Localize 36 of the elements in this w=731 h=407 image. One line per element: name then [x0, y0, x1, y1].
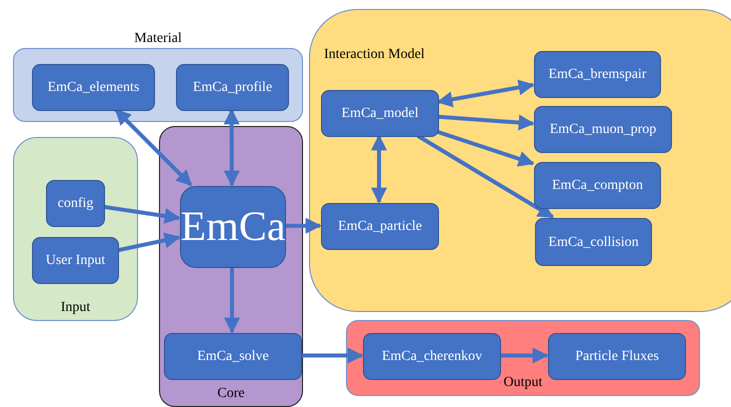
group-title: Core: [216, 385, 246, 403]
module-box: EmCa_collision: [535, 218, 652, 266]
arrow: [437, 130, 535, 167]
module-box: EmCa_cherenkov: [363, 333, 501, 380]
module-box: Particle Fluxes: [548, 333, 686, 380]
group-title: Interaction Model: [324, 46, 425, 64]
module-box: config: [46, 180, 105, 227]
arrow: [417, 134, 554, 219]
module-box: User Input: [32, 237, 119, 284]
module-box: EmCa_profile: [176, 64, 289, 111]
module-box: EmCa_elements: [32, 64, 155, 111]
module-box: EmCa_solve: [164, 333, 302, 380]
arrow: [436, 80, 535, 108]
core-box: EmCa: [180, 186, 286, 268]
module-box: EmCa_model: [321, 90, 439, 137]
module-box: EmCa_compton: [534, 162, 661, 209]
group-panel: [346, 320, 700, 396]
module-box: EmCa_muon_prop: [534, 106, 672, 153]
arrow: [438, 114, 535, 130]
group-panel: [159, 126, 303, 407]
group-title: Material: [133, 30, 183, 48]
group-panel: [13, 137, 138, 321]
module-box: EmCa_particle: [321, 203, 439, 250]
arrow: [285, 218, 322, 234]
arrow: [104, 204, 181, 224]
group-title: Input: [60, 299, 92, 317]
arrow: [114, 108, 192, 186]
arrow: [301, 348, 364, 364]
arrow: [224, 267, 240, 334]
arrow: [500, 348, 549, 364]
arrow: [224, 108, 240, 187]
group-panel: [309, 9, 731, 312]
group-title: Output: [502, 374, 544, 392]
arrow: [371, 134, 387, 204]
arrow: [118, 232, 181, 252]
module-box: EmCa_bremspair: [534, 51, 661, 98]
